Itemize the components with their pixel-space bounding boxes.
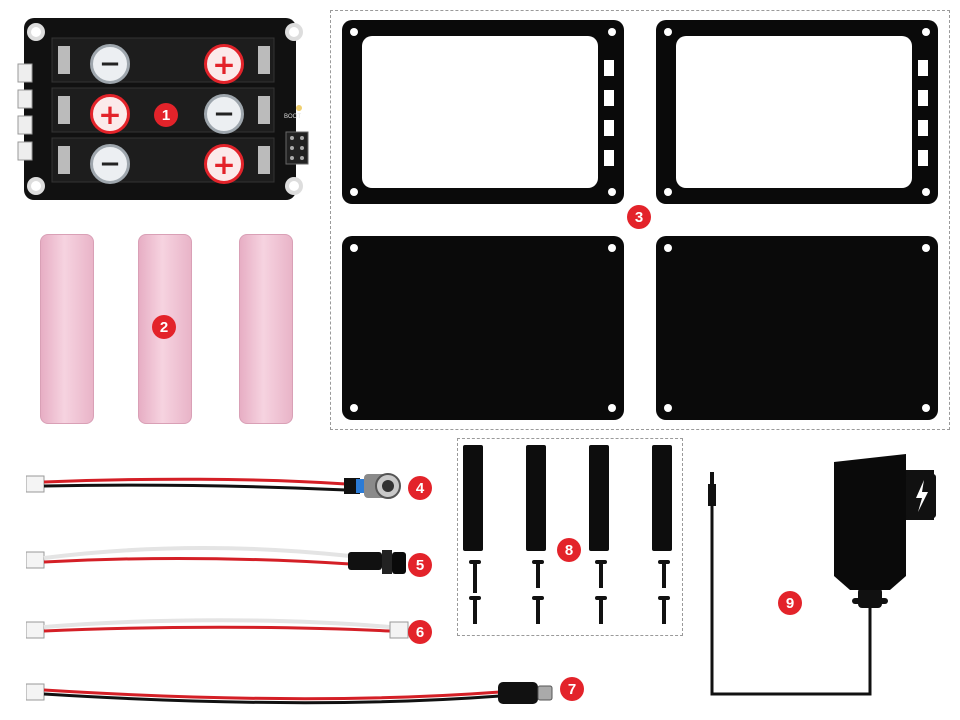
item-number-9: 9 [778,591,802,615]
battery-cell [40,234,94,424]
item-number-2: 2 [152,315,176,339]
screw-head [532,560,544,564]
minus-icon: − [90,44,130,84]
standoffs-group [457,438,683,636]
solid-panel [656,236,938,420]
screw-head [658,596,670,600]
standoff [526,445,546,551]
screw-head [532,596,544,600]
case-panels-group [330,10,950,430]
item-number-6: 6 [408,620,432,644]
dc-jack-cable [26,544,416,584]
item-number-5: 5 [408,553,432,577]
minus-icon: − [204,94,244,134]
screw-head [595,560,607,564]
screw-head [658,560,670,564]
screw [662,562,666,588]
plus-icon: + [204,44,244,84]
screw [599,562,603,588]
screw-head [469,560,481,564]
connector-cable [26,616,416,646]
plus-icon: + [90,94,130,134]
item-number-3: 3 [627,205,651,229]
screw [473,598,477,624]
standoff [652,445,672,551]
item-number-1: 1 [154,103,178,127]
screw [536,598,540,624]
item-number-7: 7 [560,677,584,701]
screw [662,598,666,624]
battery-holder-board: − + + − − + BOOT [16,14,312,202]
frame-panel [342,20,624,204]
solid-panel [342,236,624,420]
power-adapter [700,444,950,712]
plus-icon: + [204,144,244,184]
item-number-8: 8 [557,538,581,562]
screw-head [469,596,481,600]
screw-head [595,596,607,600]
standoff [463,445,483,551]
battery-cell [239,234,293,424]
screw [473,562,477,593]
screw [599,598,603,624]
item-number-4: 4 [408,476,432,500]
minus-icon: − [90,144,130,184]
screw [536,562,540,588]
standoff [589,445,609,551]
switch-cable [26,466,416,506]
frame-panel [656,20,938,204]
boot-label: BOOT [284,114,302,120]
micro-usb-cable [26,676,566,710]
